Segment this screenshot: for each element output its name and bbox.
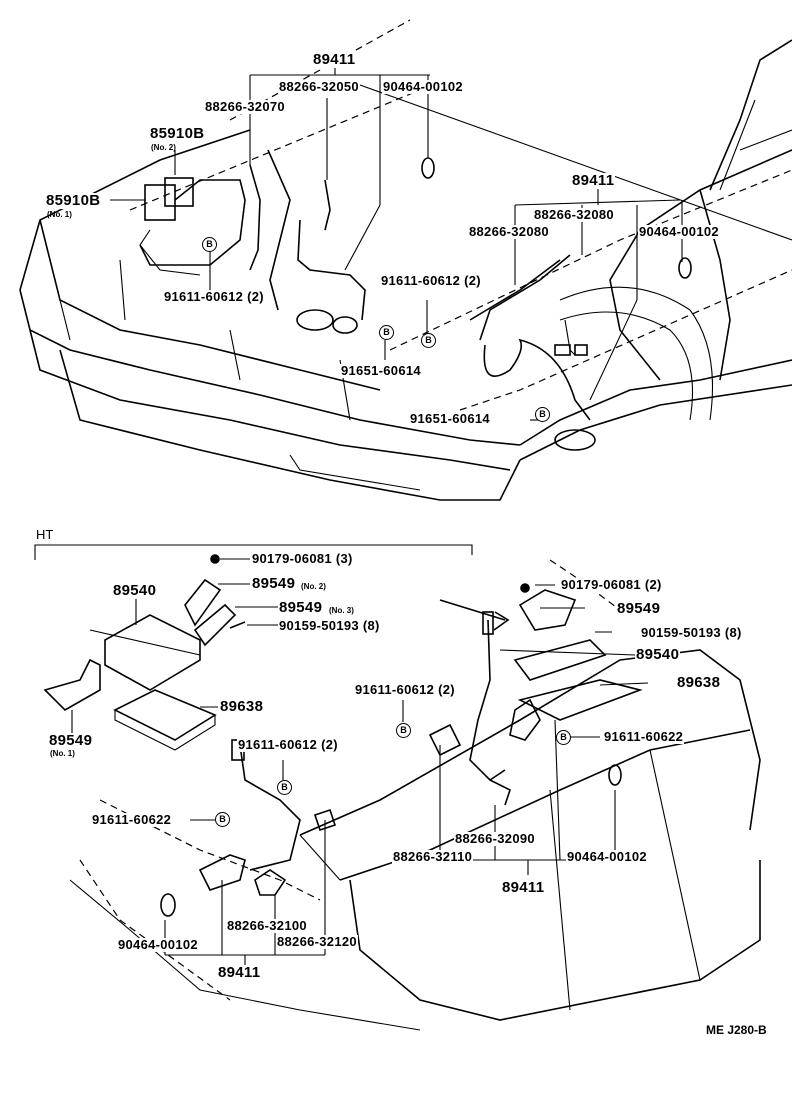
- label-front-assembly-lh: 89411: [312, 51, 357, 68]
- label-ht-nut: 90179-06081 (3): [251, 551, 354, 566]
- label-front-bolt-rh: 91611-60612 (2): [380, 273, 482, 288]
- bolt-marker: B: [556, 730, 571, 745]
- bolt-marker: B: [396, 723, 411, 738]
- front-vehicle-body: [19, 19, 792, 501]
- relay-assembly: [139, 177, 246, 276]
- label-relay-no1: 85910B: [45, 192, 102, 209]
- label-rear-harness-32110: 88266-32110: [392, 849, 474, 864]
- front-rh-sensor-harness: [469, 254, 596, 451]
- label-front-sensor-bolt-1: 91651-60614: [340, 363, 422, 378]
- label-rear-bracket: 89549: [616, 600, 662, 617]
- label-front-harness-32050: 88266-32050: [278, 79, 360, 94]
- label-rear-right-bolt: 91611-60622: [603, 729, 685, 744]
- label-relay-no2: 85910B: [149, 125, 206, 142]
- label-rear-right-sensor-bolt: 91611-60612 (2): [354, 682, 456, 697]
- front-lh-sensor-harness: [249, 149, 366, 334]
- label-front-harness-32070: 88266-32070: [204, 99, 286, 114]
- label-rear-left-assembly: 89411: [217, 964, 262, 981]
- label-rear-nut: 90179-06081 (2): [560, 577, 663, 592]
- label-rear-screw: 90159-50193 (8): [640, 625, 743, 640]
- label-front-assembly-rh: 89411: [571, 172, 616, 189]
- label-ht-screw: 90159-50193 (8): [278, 618, 381, 633]
- label-rear-left-bolt: 91611-60622: [91, 812, 173, 827]
- label-rear-left-sensor-bolt: 91611-60612 (2): [237, 737, 339, 752]
- label-rear-right-assembly: 89411: [501, 879, 546, 896]
- section-label-ht: HT: [36, 527, 54, 542]
- rear-parts: [160, 583, 643, 917]
- label-ht-bracket-no3: 89549: [278, 599, 324, 616]
- label-rear-cover: 89638: [676, 674, 722, 691]
- bolt-marker: B: [421, 333, 436, 348]
- label-ht-bracket-no1-note: (No. 1): [50, 749, 75, 758]
- label-relay-no1-note: (No. 1): [47, 210, 72, 219]
- label-rear-harness-32120: 88266-32120: [276, 934, 358, 949]
- label-front-sensor-bolt-2: 91651-60614: [409, 411, 491, 426]
- label-ht-cover: 89638: [219, 698, 265, 715]
- label-ht-bracket-no2: 89549: [251, 575, 297, 592]
- label-rear-computer: 89540: [635, 646, 681, 663]
- label-rear-harness-32090: 88266-32090: [454, 831, 536, 846]
- bolt-marker: B: [202, 237, 217, 252]
- bolt-marker: B: [215, 812, 230, 827]
- label-front-harness-32080-b: 88266-32080: [468, 224, 550, 239]
- label-rear-harness-32100: 88266-32100: [226, 918, 308, 933]
- label-rear-right-clamp: 90464-00102: [566, 849, 648, 864]
- label-front-harness-32080-a: 88266-32080: [533, 207, 615, 222]
- rear-callout-lines: [164, 584, 649, 965]
- label-front-clamp-rh: 90464-00102: [638, 224, 720, 239]
- label-front-bolt-lh: 91611-60612 (2): [163, 289, 265, 304]
- label-ht-bracket-no1: 89549: [48, 732, 94, 749]
- label-front-clamp-lh: 90464-00102: [382, 79, 464, 94]
- label-ht-bracket-no2-note: (No. 2): [301, 582, 326, 591]
- label-relay-no2-note: (No. 2): [151, 143, 176, 152]
- label-ht-computer: 89540: [112, 582, 158, 599]
- diagram-code: ME J280-B: [706, 1023, 767, 1037]
- front-callout-lines: [110, 68, 683, 421]
- ht-section: [34, 544, 473, 751]
- label-rear-left-clamp: 90464-00102: [117, 937, 199, 952]
- bolt-marker: B: [535, 407, 550, 422]
- bolt-marker: B: [379, 325, 394, 340]
- bolt-marker: B: [277, 780, 292, 795]
- label-ht-bracket-no3-note: (No. 3): [329, 606, 354, 615]
